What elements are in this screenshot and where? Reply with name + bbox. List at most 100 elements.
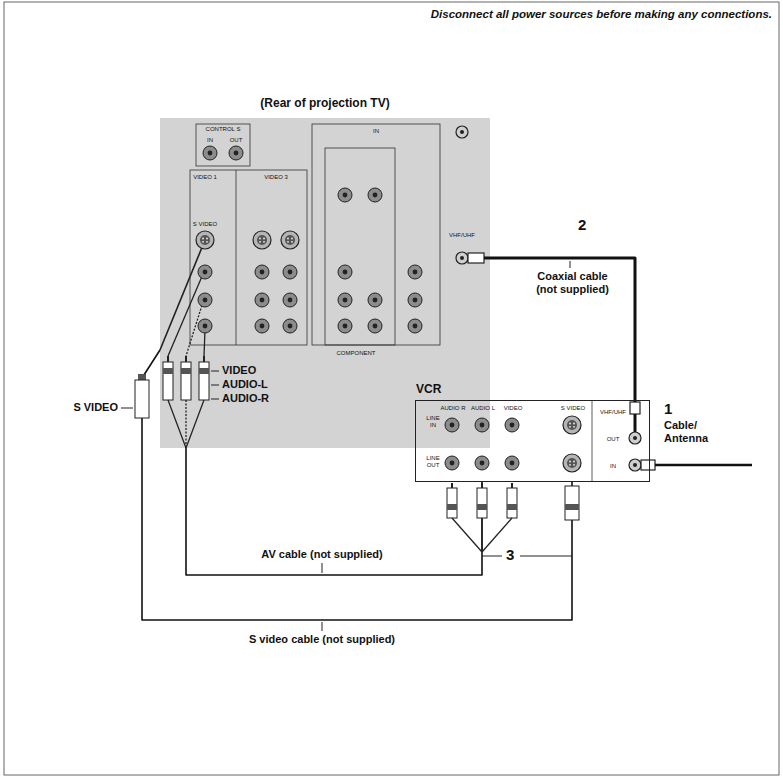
callout-number: 1: [664, 400, 672, 417]
plug-tip: [203, 356, 205, 362]
coax-plug: [630, 402, 640, 414]
jack: [505, 456, 519, 470]
s-video-jack: [563, 454, 581, 472]
jack-label: VIDEO 1: [193, 174, 217, 181]
callout-number: 2: [578, 216, 586, 233]
jack: [198, 319, 212, 333]
leader-line: [322, 622, 323, 631]
s-video-jack: [253, 231, 271, 249]
jack: [408, 293, 422, 307]
rf-jack: [629, 432, 641, 444]
rca-plug: [507, 488, 517, 518]
jack: [338, 265, 352, 279]
rca-plug: [163, 362, 173, 400]
jack: [475, 418, 489, 432]
vcr-rear-panel: VCRLINE INLINE OUTAUDIO RAUDIO LVIDEOS V…: [415, 400, 650, 482]
jack: [283, 319, 297, 333]
jack-label: S VIDEO: [193, 221, 217, 228]
input-divider: [236, 170, 237, 345]
panel-heading: (Rear of projection TV): [260, 97, 389, 111]
leader-line: [211, 399, 219, 400]
s-video-jack: [563, 416, 581, 434]
plug-tip: [481, 483, 483, 488]
rca-plug: [181, 362, 191, 400]
jack: [475, 456, 489, 470]
jack-label: OUT: [230, 137, 243, 144]
panel-heading: VCR: [416, 383, 441, 397]
jack: [338, 188, 352, 202]
jack-label: VIDEO: [504, 405, 523, 412]
plug-band: [507, 504, 517, 510]
jack: [283, 265, 297, 279]
plug-label: AUDIO-L: [222, 378, 268, 391]
jack: [368, 188, 382, 202]
plug-label: VIDEO: [222, 364, 256, 377]
jack-label: LINE OUT: [423, 455, 443, 469]
figure-frame: [4, 2, 779, 775]
plug-tip: [451, 483, 453, 488]
jack-label: CONTROL S: [206, 126, 241, 133]
rca-plug: [477, 488, 487, 518]
av-wire: [481, 518, 482, 552]
jack: [445, 418, 459, 432]
s-video-jack: [196, 231, 214, 249]
jack-label: S VIDEO: [561, 405, 585, 412]
jack-label: AUDIO R: [440, 405, 465, 412]
plug-label: AUDIO-R: [222, 392, 269, 405]
plug-band: [181, 368, 191, 374]
jack: [203, 146, 217, 160]
tv-rear-panel: (Rear of projection TV)CONTROL SINOUTINV…: [160, 118, 490, 448]
leader-line: [482, 556, 502, 557]
av-wire: [186, 400, 204, 448]
cable: [490, 258, 635, 400]
av-wire: [204, 330, 205, 356]
jack-label: VHF/UHF: [449, 232, 475, 239]
jack: [445, 456, 459, 470]
av-wire: [168, 400, 186, 448]
input-frame: [312, 124, 440, 345]
callout-number: 3: [506, 546, 514, 563]
jack: [283, 293, 297, 307]
jack: [255, 265, 269, 279]
plug-band: [199, 368, 209, 374]
plug-tip: [167, 356, 169, 362]
s-video-wire: [160, 240, 205, 350]
jack-label: VIDEO 3: [264, 174, 288, 181]
jack-label: LINE IN: [423, 415, 443, 429]
jack: [338, 319, 352, 333]
jack: [198, 265, 212, 279]
leader-line: [121, 408, 133, 409]
vcr-divider: [592, 400, 593, 482]
source-label: Cable/ Antenna: [664, 419, 718, 444]
jack-label: IN: [373, 128, 379, 135]
jack: [408, 319, 422, 333]
coax-wire: [634, 414, 637, 432]
plug-band: [477, 504, 487, 510]
jack: [255, 293, 269, 307]
jack-label: IN: [207, 137, 213, 144]
jack-label: IN: [610, 463, 616, 470]
jack: [229, 146, 243, 160]
jack: [368, 319, 382, 333]
tv-panel-ground: [160, 118, 490, 448]
jack-label: OUT: [607, 436, 620, 443]
jack-label: AUDIO L: [471, 405, 495, 412]
plug-tip: [511, 483, 513, 488]
antenna-plug: [641, 460, 655, 470]
leader-line: [211, 371, 219, 372]
coax-plug: [468, 253, 484, 263]
plug-tip: [138, 374, 146, 380]
s-video-jack: [281, 231, 299, 249]
cable-label: AV cable (not supplied): [259, 548, 384, 561]
plug-band: [163, 368, 173, 374]
input-frame: [325, 148, 395, 345]
rf-jack: [456, 126, 468, 138]
cable: [186, 448, 482, 575]
plug-band: [565, 504, 579, 510]
cable-label: Coaxial cable (not supplied): [528, 270, 617, 295]
av-wire: [452, 518, 482, 552]
av-wire: [168, 274, 203, 356]
leader-line: [322, 563, 323, 573]
